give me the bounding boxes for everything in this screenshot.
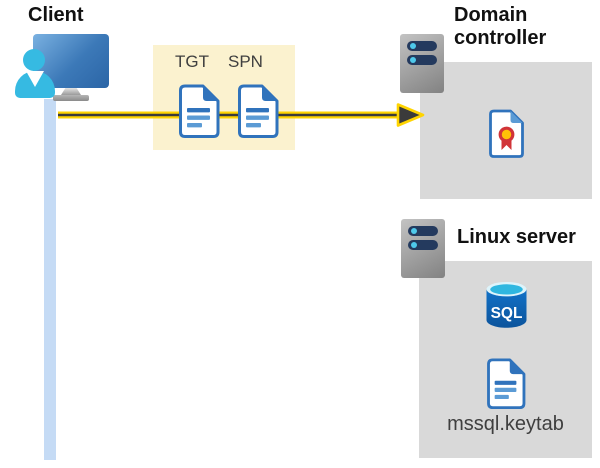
- monitor-stand-base-icon: [53, 95, 89, 101]
- client-label: Client: [28, 4, 84, 26]
- person-body-icon: [15, 71, 55, 98]
- server-led-icon: [411, 242, 417, 248]
- domain-controller-server-icon: [400, 34, 444, 93]
- linux-server-icon: [401, 219, 445, 278]
- tgt-label: TGT: [175, 52, 209, 71]
- server-slot: [408, 240, 438, 250]
- tgt-document-icon: [179, 84, 220, 138]
- domain-controller-label: Domain controller: [454, 4, 547, 49]
- server-slot: [407, 55, 437, 65]
- arrowhead-icon: [396, 103, 425, 127]
- spn-document-icon: [238, 84, 279, 138]
- server-led-icon: [410, 43, 416, 49]
- person-collar-shape: [26, 71, 44, 87]
- keytab-filename-label: mssql.keytab: [447, 413, 564, 435]
- client-timeline-bar: [44, 99, 56, 460]
- server-led-icon: [411, 228, 417, 234]
- sql-database-icon: SQL: [486, 282, 527, 328]
- server-slot: [407, 41, 437, 51]
- sql-icon-text: SQL: [491, 305, 523, 322]
- keytab-document-icon: [487, 358, 526, 410]
- person-head-icon: [23, 49, 45, 71]
- certificate-icon: [489, 109, 524, 158]
- linux-server-label: Linux server: [457, 226, 576, 248]
- server-led-icon: [410, 57, 416, 63]
- server-slot: [408, 226, 438, 236]
- spn-label: SPN: [228, 52, 263, 71]
- auth-request-arrow: [58, 103, 425, 127]
- monitor-stand-icon: [61, 88, 81, 95]
